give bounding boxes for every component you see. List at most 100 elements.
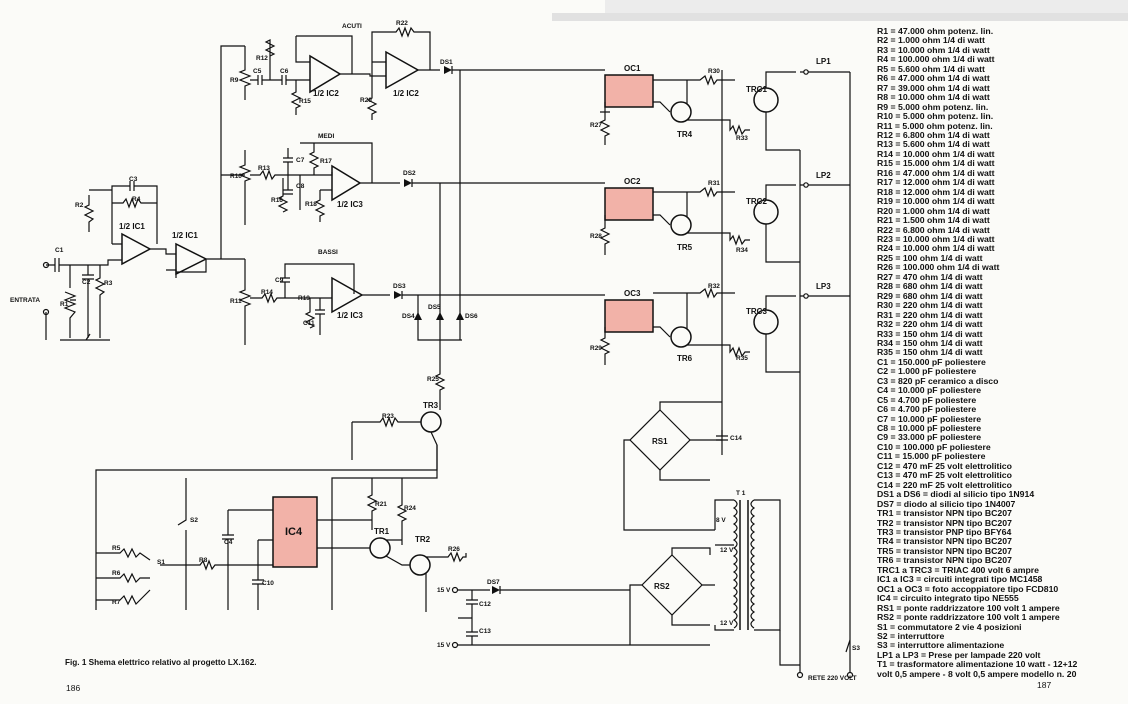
- c8-label: C8: [296, 183, 305, 190]
- opamp-ic3b: [331, 276, 364, 314]
- r9-label: R9: [230, 77, 239, 84]
- parts-list-item: R5 = 5.600 ohm 1/4 di watt: [877, 63, 985, 74]
- tr5-label: TR5: [677, 243, 693, 252]
- ds5-label: DS5: [428, 304, 441, 311]
- parts-list-item: R19 = 10.000 ohm 1/4 di watt: [877, 196, 995, 207]
- parts-list-item: C8 = 10.000 pF poliestere: [877, 423, 982, 434]
- parts-list-item: R29 = 680 ohm 1/4 di watt: [877, 290, 983, 301]
- ds2-diode: [404, 179, 412, 187]
- parts-list-item: R3 = 10.000 ohm 1/4 di watt: [877, 44, 990, 55]
- r29-label: R29: [590, 345, 602, 352]
- r25-label: R25: [427, 376, 439, 383]
- ds2-label: DS2: [403, 170, 416, 177]
- parts-list-item: C10 = 100.000 pF poliestere: [877, 441, 991, 452]
- c3-label: C3: [129, 176, 138, 183]
- c5-label: C5: [253, 68, 262, 75]
- parts-list-item: C14 = 220 mF 25 volt elettrolitico: [877, 479, 1012, 490]
- r27-label: R27: [590, 122, 602, 129]
- opamp-ic3a: [331, 164, 362, 202]
- parts-list-item: C3 = 820 pF ceramico a disco: [877, 375, 999, 386]
- tr6-transistor: [670, 326, 692, 348]
- r18-label: R18: [305, 201, 317, 208]
- lp3-label: LP3: [816, 282, 831, 291]
- r30-label: R30: [708, 68, 720, 75]
- tr2-label: TR2: [415, 535, 431, 544]
- r22-label: R22: [396, 20, 408, 27]
- parts-list-item: R9 = 5.000 ohm potenz. lin.: [877, 101, 989, 112]
- page-number-right: 187: [1037, 680, 1052, 690]
- parts-list-item: R26 = 100.000 ohm 1/4 di watt: [877, 262, 1000, 273]
- parts-list-item: R14 = 10.000 ohm 1/4 di watt: [877, 148, 995, 159]
- mains-terminal-b: [846, 671, 854, 679]
- r34-label: R34: [736, 247, 748, 254]
- ds7-diode: [492, 586, 500, 594]
- ds4-label: DS4: [402, 313, 415, 320]
- opamp-ic2a: [309, 54, 342, 94]
- parts-list-item: R11 = 5.000 ohm potenz. lin.: [877, 120, 993, 131]
- parts-list-item: R20 = 1.000 ohm 1/4 di watt: [877, 205, 990, 216]
- transformer-t1: T 1 8 V 12 V 12 V: [714, 490, 781, 631]
- parts-list-item: R7 = 39.000 ohm 1/4 di watt: [877, 82, 990, 93]
- r21-label: R21: [375, 501, 387, 508]
- parts-list-item: C2 = 1.000 pF poliestere: [877, 366, 977, 377]
- trc2-label: TRC2: [746, 197, 767, 206]
- c2-label: C2: [82, 279, 91, 286]
- minus15-label: 15 V: [437, 642, 451, 649]
- parts-list-item: R17 = 12.000 ohm 1/4 di watt: [877, 177, 995, 188]
- ds6-diode: [456, 312, 464, 320]
- r11-label: R11: [230, 298, 242, 305]
- r28-label: R28: [590, 233, 602, 240]
- oc2-label: OC2: [624, 177, 641, 186]
- parts-list-item: R2 = 1.000 ohm 1/4 di watt: [877, 35, 985, 46]
- parts-list: R1 = 47.000 ohm potenz. lin.R2 = 1.000 o…: [877, 26, 1127, 679]
- r13-label: R13: [258, 165, 270, 172]
- v8-label: 8 V: [716, 517, 726, 524]
- parts-list-item: TR4 = transistor NPN tipo BC207: [877, 536, 1012, 547]
- r7-label: R7: [112, 599, 121, 606]
- oc3-optocoupler: [604, 299, 654, 333]
- parts-list-item: R31 = 220 ohm 1/4 di watt: [877, 309, 983, 320]
- r33-label: R33: [736, 135, 748, 142]
- ds3-label: DS3: [393, 283, 406, 290]
- oc2-optocoupler: [604, 187, 654, 221]
- parts-list-item: RS2 = ponte raddrizzatore 100 volt 1 amp…: [877, 612, 1060, 623]
- ic1b-label: 1/2 IC1: [172, 231, 198, 240]
- lp2-socket: [803, 182, 809, 188]
- rs2-label: RS2: [654, 582, 670, 591]
- ds1-label: DS1: [440, 59, 453, 66]
- lp2-label: LP2: [816, 171, 831, 180]
- c13-label: C13: [479, 628, 491, 635]
- parts-list-item: R32 = 220 ohm 1/4 di watt: [877, 319, 983, 330]
- parts-list-item: OC1 a OC3 = foto accoppiatore tipo FCD81…: [877, 583, 1059, 594]
- parts-list-item: TR2 = transistor NPN tipo BC207: [877, 517, 1012, 528]
- oc1-label: OC1: [624, 64, 641, 73]
- parts-list-item: R35 = 150 ohm 1/4 di watt: [877, 347, 983, 358]
- c6-label: C6: [280, 68, 289, 75]
- c7-label: C7: [296, 157, 305, 164]
- tr5-transistor: [670, 214, 692, 236]
- tr4-transistor: [670, 101, 692, 123]
- parts-list-item: IC1 a IC3 = circuiti integrati tipo MC14…: [877, 574, 1043, 585]
- r17-label: R17: [320, 158, 332, 165]
- ic2a-label: 1/2 IC2: [313, 89, 339, 98]
- parts-list-item: volt 0,5 ampere - 8 volt 0,5 ampere mode…: [877, 668, 1077, 679]
- ic4-chip: [272, 496, 318, 568]
- parts-list-item: R4 = 100.000 ohm 1/4 di watt: [877, 54, 995, 65]
- r4-label: R4: [132, 196, 141, 203]
- parts-list-item: R18 = 12.000 ohm 1/4 di watt: [877, 186, 995, 197]
- parts-list-item: R30 = 220 ohm 1/4 di watt: [877, 300, 983, 311]
- figure-caption: Fig. 1 Shema elettrico relativo al proge…: [65, 658, 257, 667]
- r2-label: R2: [75, 202, 84, 209]
- ic2b-label: 1/2 IC2: [393, 89, 419, 98]
- oc1-optocoupler: [604, 74, 654, 108]
- parts-list-item: R15 = 15.000 ohm 1/4 di watt: [877, 158, 995, 169]
- r26-label: R26: [448, 546, 460, 553]
- ds7-label: DS7: [487, 579, 500, 586]
- scan-margin-bar: [552, 13, 1128, 21]
- ds6-label: DS6: [465, 313, 478, 320]
- trc3-label: TRC3: [746, 307, 767, 316]
- input-section: ENTRATA C1 R1 C2 R3 R2 C3 R4 1/2 IC1 1/2…: [10, 45, 245, 341]
- tr4-label: TR4: [677, 130, 693, 139]
